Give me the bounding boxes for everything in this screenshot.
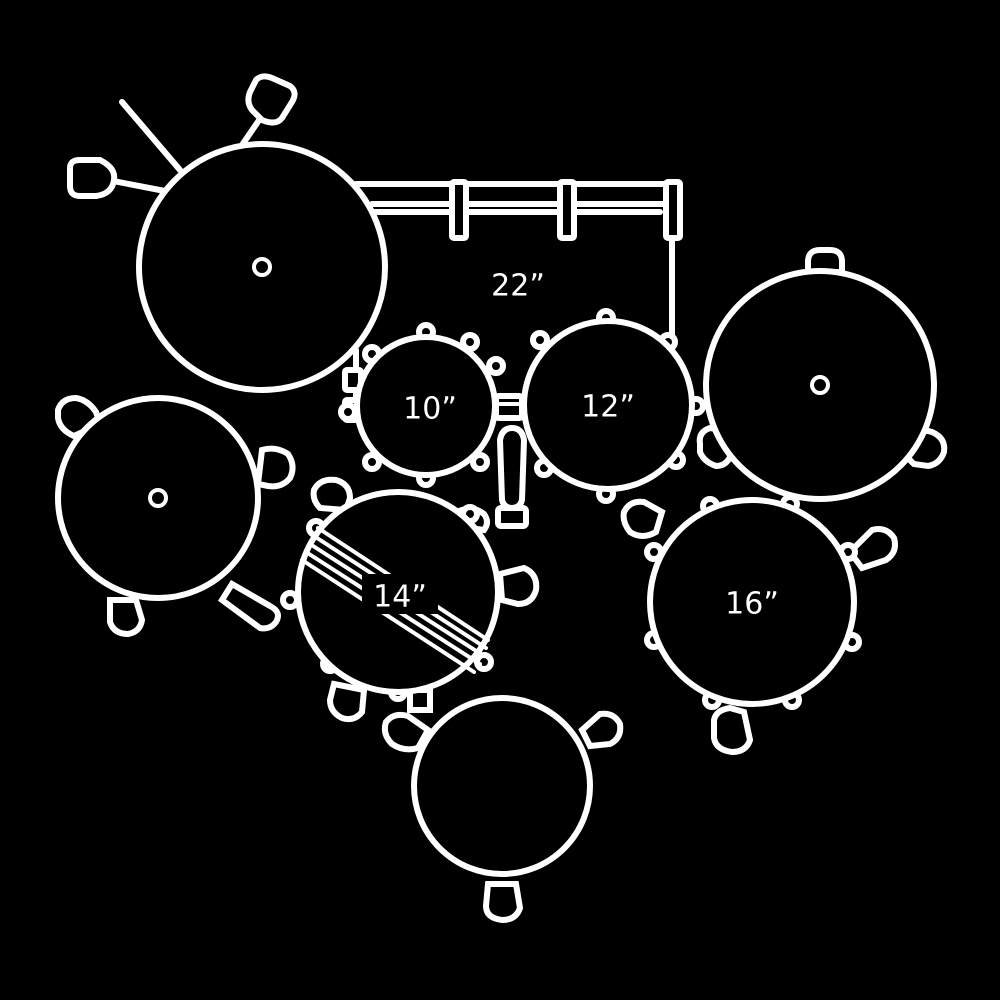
snare-size-label: 14” bbox=[373, 580, 427, 615]
hi-hat-center-icon bbox=[252, 257, 272, 277]
hi-hat-foot-left bbox=[67, 157, 118, 199]
crash-cymbal bbox=[55, 395, 261, 601]
floor-tom-legs bbox=[620, 498, 898, 756]
crash-center-icon bbox=[148, 488, 168, 508]
throne-feet bbox=[381, 710, 624, 924]
floor-tom-16 bbox=[647, 497, 857, 707]
bass-drum-pedal bbox=[495, 424, 529, 529]
rack-tom-10-size-label: 10” bbox=[403, 392, 457, 427]
ride-cymbal bbox=[703, 268, 937, 502]
hi-hat-stand bbox=[67, 73, 298, 199]
drum-throne bbox=[411, 695, 593, 877]
hi-hat-foot-top bbox=[245, 73, 298, 126]
bass-drum-frame bbox=[342, 179, 683, 423]
tom-mount bbox=[493, 393, 525, 421]
ride-center-icon bbox=[810, 375, 830, 395]
rack-tom-12-size-label: 12” bbox=[581, 390, 635, 425]
hi-hat-cymbal bbox=[136, 141, 388, 393]
snare-wires bbox=[300, 526, 490, 674]
bass-drum-size-label: 22” bbox=[491, 269, 545, 304]
floor-tom-16-size-label: 16” bbox=[725, 587, 779, 622]
crash-stand-feet bbox=[55, 394, 296, 638]
